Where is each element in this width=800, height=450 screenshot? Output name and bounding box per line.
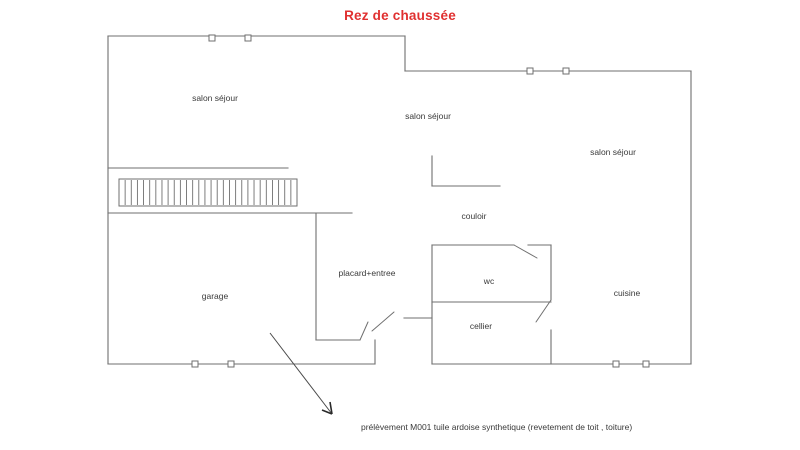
outer-walls-group <box>107 35 692 365</box>
door-wc <box>513 244 538 259</box>
room-label-cellier: cellier <box>469 321 493 331</box>
room-label-garage: garage <box>201 291 229 301</box>
door-swings-group <box>359 244 552 341</box>
window-marker <box>208 34 216 42</box>
window-marker <box>612 360 620 368</box>
window-marker <box>244 34 252 42</box>
room-label-salon-sejour-3: salon séjour <box>590 147 636 157</box>
annotation-arrow <box>269 332 333 415</box>
page-title: Rez de chaussée <box>344 8 456 23</box>
door-entree-right <box>371 311 395 332</box>
door-entree-left <box>359 321 369 341</box>
window-marker <box>191 360 199 368</box>
window-marker <box>562 67 570 75</box>
room-label-placard-entree: placard+entree <box>338 268 396 278</box>
room-label-cuisine: cuisine <box>613 288 641 298</box>
stair-treads <box>124 180 292 205</box>
room-label-salon-sejour-2: salon séjour <box>405 111 451 121</box>
window-markers-group <box>191 34 650 368</box>
stair-outline <box>118 178 298 207</box>
window-marker <box>526 67 534 75</box>
annotation-text: prélèvement M001 tuile ardoise synthetiq… <box>361 422 633 432</box>
room-label-salon-sejour-1: salon séjour <box>192 93 238 103</box>
arrow-head <box>321 401 333 415</box>
room-label-couloir: couloir <box>461 211 487 221</box>
staircase <box>118 178 298 207</box>
door-cellier <box>535 299 552 323</box>
arrow-shaft <box>269 332 333 415</box>
window-marker <box>642 360 650 368</box>
room-label-wc: wc <box>483 276 495 286</box>
interior-walls-group <box>107 155 552 365</box>
window-marker <box>227 360 235 368</box>
